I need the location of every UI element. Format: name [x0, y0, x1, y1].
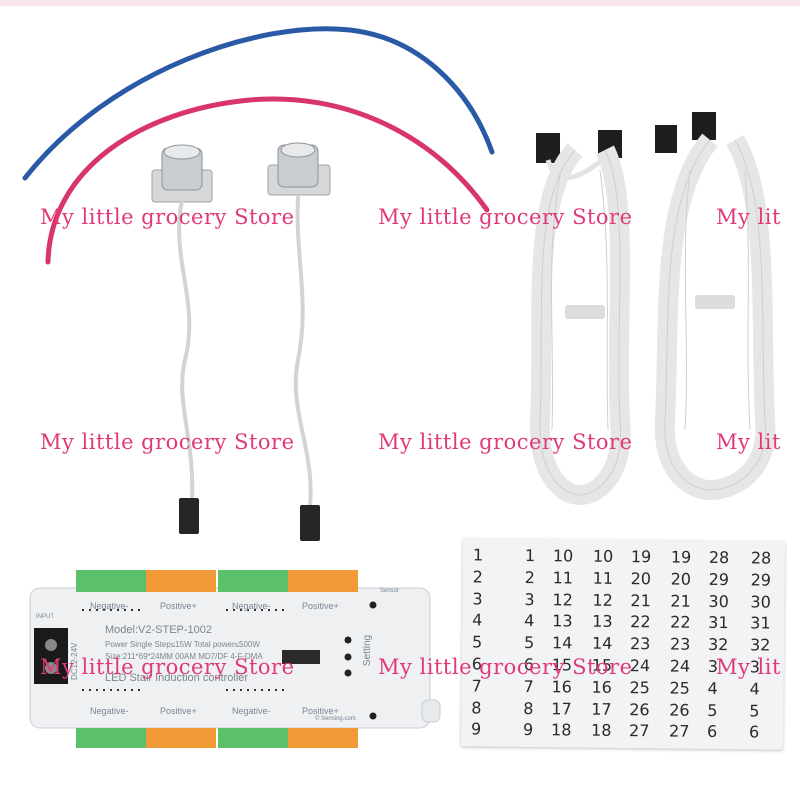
watermark-2: My little grocery Store — [378, 205, 633, 229]
watermark-9: My lit — [716, 655, 781, 679]
bottom-label-2: Positive+ — [160, 706, 197, 716]
controller-setting: Setting — [362, 634, 374, 667]
red-wire — [45, 96, 490, 265]
bottom-label-3: Negative- — [232, 706, 271, 716]
top-label-3: Negative- — [232, 601, 271, 611]
controller-model: Model:V2-STEP-1002 — [105, 624, 212, 636]
top-label-2: Positive+ — [160, 601, 197, 611]
watermark-3: My lit — [716, 205, 781, 229]
watermark-8: My little grocery Store — [378, 655, 633, 679]
watermark-4: My little grocery Store — [40, 430, 295, 454]
top-watermark-strip — [0, 0, 800, 6]
ribbon-cable-coil-1 — [529, 130, 631, 506]
motion-sensor-2 — [267, 142, 331, 541]
sensor-tag: Sensor — [380, 588, 400, 594]
watermark-7: My little grocery Store — [40, 655, 295, 679]
motion-sensor-1 — [151, 144, 213, 534]
watermark-1: My little grocery Store — [40, 205, 295, 229]
watermark-5: My little grocery Store — [378, 430, 633, 454]
controller-spec-1: Power Single Step≤15W Total power≤500W — [105, 640, 260, 649]
controller-spec-2: Size:211*69*24MM 00AM MD7/DF 4-F-DMA — [105, 652, 263, 661]
blue-wire — [22, 26, 495, 181]
top-label-1: Negative- — [90, 601, 129, 611]
controller-footer: © Sensing.com — [315, 716, 356, 722]
bottom-label-1: Negative- — [90, 706, 129, 716]
led-stair-controller — [29, 570, 441, 748]
top-label-4: Positive+ — [302, 601, 339, 611]
input-label: INPUT — [36, 614, 54, 620]
watermark-6: My lit — [716, 430, 781, 454]
ribbon-cable-coil-2 — [654, 112, 776, 501]
controller-title: LED Stair Induction controller — [105, 672, 249, 684]
bottom-label-4: Positive+ — [302, 706, 339, 716]
